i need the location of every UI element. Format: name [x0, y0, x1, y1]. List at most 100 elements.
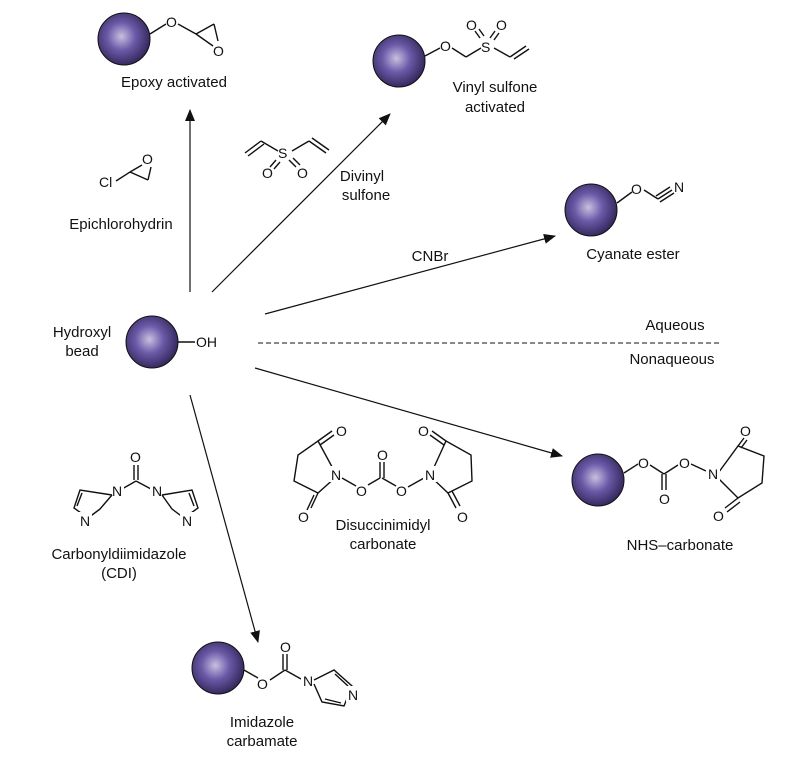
atom-o: O — [638, 455, 649, 471]
bond — [513, 48, 530, 60]
vinyl-sulfone-label-line2: activated — [465, 99, 525, 116]
atom-s: S — [278, 145, 287, 161]
bond — [129, 171, 149, 181]
atom-o: O — [166, 14, 177, 30]
bond — [509, 45, 527, 58]
arrow-to-nhs-carbonate — [254, 367, 563, 458]
hydroxyl-bead-label-line1: Hydroxyl — [53, 324, 111, 341]
bond — [657, 189, 673, 200]
reaction-arrows — [185, 109, 563, 643]
bond — [269, 159, 277, 168]
n-label-bg — [329, 466, 343, 482]
bond — [121, 480, 137, 490]
cyanate-ester-product: O N Cyanate ester — [564, 179, 684, 263]
bond — [195, 33, 214, 47]
bond — [724, 497, 739, 509]
imidazole-carbamate-product: O O N N Imidazole carbamate — [191, 639, 360, 750]
atom-n: N — [348, 687, 358, 703]
bond — [381, 477, 397, 487]
n-label-bg — [301, 672, 315, 688]
bead-icon — [372, 34, 426, 88]
condition-divider: Aqueous Nonaqueous — [258, 317, 722, 368]
bead-icon — [571, 453, 625, 507]
cyanate-ester-label: Cyanate ester — [586, 246, 679, 263]
n-label-bg — [150, 482, 164, 498]
bond — [493, 32, 500, 41]
imidazole-carbamate-label-line1: Imidazole — [230, 714, 294, 731]
epoxy-activated-product: O O Epoxy activated — [97, 12, 227, 91]
n-label-bg — [110, 482, 124, 498]
bond — [115, 171, 131, 182]
bond — [478, 28, 485, 37]
bead-icon — [564, 183, 618, 237]
atom-o: O — [631, 181, 642, 197]
bond — [407, 477, 425, 488]
bond — [177, 23, 197, 35]
atom-o: O — [280, 639, 291, 655]
arrow-to-vinyl-sulfone — [211, 113, 391, 293]
bond — [244, 140, 262, 154]
bond — [195, 23, 215, 35]
bond — [324, 698, 342, 704]
bond — [424, 47, 441, 57]
bond — [659, 192, 675, 203]
atom-n: N — [425, 467, 435, 483]
bead-icon — [97, 12, 151, 66]
n-label-bg — [180, 512, 194, 528]
atom-n: N — [152, 483, 162, 499]
atom-n: N — [708, 466, 718, 482]
bond — [451, 490, 461, 507]
atom-o: O — [262, 165, 273, 181]
vinyl-sulfone-label-line1: Vinyl sulfone — [453, 79, 538, 96]
atom-o: O — [356, 483, 367, 499]
bond — [431, 430, 447, 442]
bond — [284, 669, 302, 680]
atom-o: O — [142, 151, 153, 167]
cnbr-label: CNBr — [412, 248, 449, 265]
atom-n: N — [112, 483, 122, 499]
bond — [291, 140, 310, 152]
bond — [319, 434, 335, 446]
atom-o: O — [740, 423, 751, 439]
bond — [493, 47, 511, 58]
bond — [740, 439, 748, 449]
aqueous-label: Aqueous — [645, 317, 704, 334]
atom-o: O — [466, 17, 477, 33]
bond — [623, 463, 639, 474]
atom-s: S — [481, 39, 490, 55]
bond — [737, 437, 745, 447]
bead-icon — [191, 641, 245, 695]
atom-o: O — [418, 423, 429, 439]
bond — [334, 673, 349, 687]
bond — [247, 143, 265, 157]
bond — [149, 23, 167, 35]
cdi-label-line2: (CDI) — [101, 565, 137, 582]
disuccinimidyl-carbonate-reagent: O O N O O O O O N Disuccinimidyl carbona… — [293, 423, 473, 553]
cdi-label-line1: Carbonyldiimidazole — [51, 546, 186, 563]
bond — [649, 464, 665, 475]
atom-n: N — [331, 467, 341, 483]
atom-cl: Cl — [99, 174, 112, 190]
bond — [243, 669, 259, 679]
atom-o: O — [659, 491, 670, 507]
bond — [308, 140, 327, 154]
bond — [288, 159, 297, 168]
arrow-to-imidazole-carbamate — [189, 394, 260, 643]
bond — [341, 477, 357, 487]
epichlorohydrin-reagent: Cl O Epichlorohydrin — [69, 151, 172, 233]
atom-n: N — [182, 513, 192, 529]
bond — [147, 166, 152, 181]
atom-o: O — [377, 447, 388, 463]
n-label-bg — [423, 466, 437, 482]
atom-o: O — [213, 43, 224, 59]
arrow-to-cyanate-ester — [264, 234, 556, 315]
bond — [489, 30, 496, 39]
bond — [188, 492, 195, 507]
atom-o: O — [257, 676, 268, 692]
atom-o: O — [130, 449, 141, 465]
atom-n: N — [80, 513, 90, 529]
succinimide-ring — [715, 445, 765, 499]
atom-o: O — [298, 509, 309, 525]
